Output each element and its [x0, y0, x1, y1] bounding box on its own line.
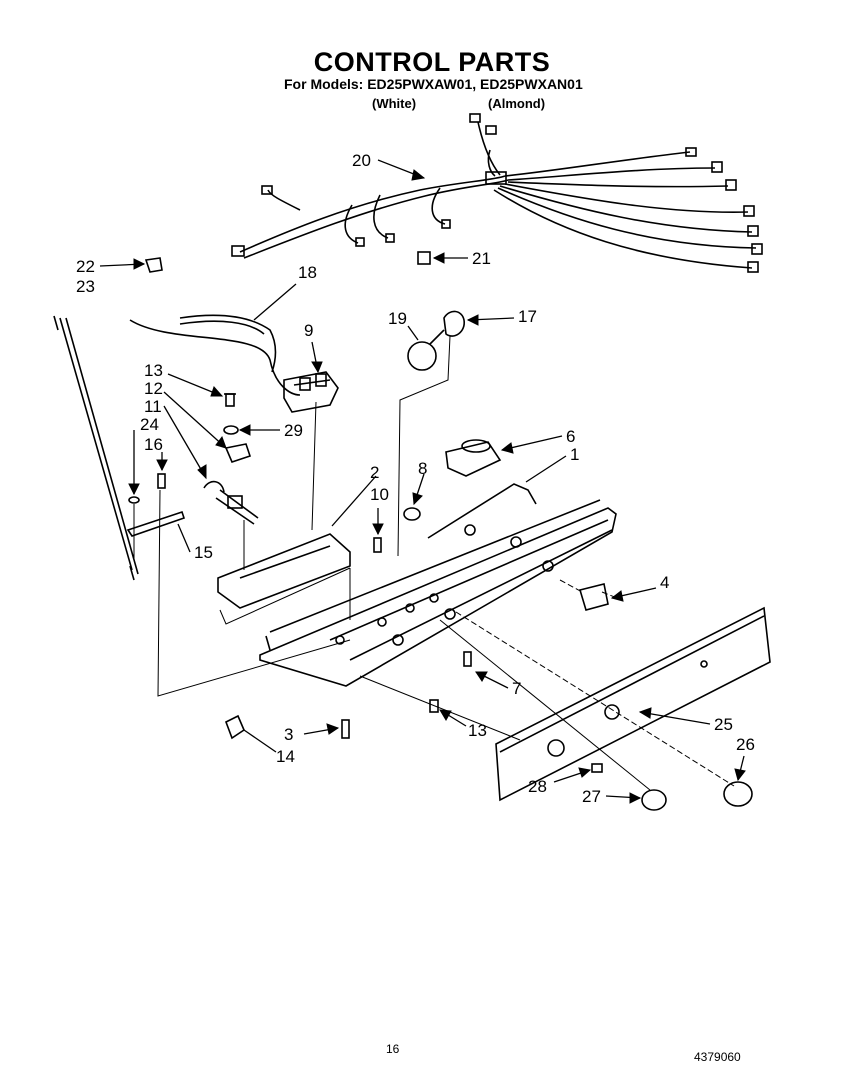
callout-14: 14	[276, 747, 295, 766]
alignment-lines	[133, 401, 735, 791]
callout-13-a: 13	[144, 361, 163, 380]
part-6-timer	[445, 439, 502, 477]
part-21-clip	[417, 251, 431, 265]
callout-21: 21	[472, 249, 491, 268]
part-29-washer	[223, 425, 239, 435]
callout-20: 20	[352, 151, 371, 170]
callout-2: 2	[370, 463, 379, 482]
models-line: For Models: ED25PWXAW01, ED25PWXAN01	[284, 76, 583, 92]
page-number: 16	[386, 1042, 400, 1056]
callout-17: 17	[518, 307, 537, 326]
callout-labels: 20 21 22 23 18 19 17 9 13 12 11 29 24 16…	[76, 151, 755, 806]
callout-25: 25	[714, 715, 733, 734]
callout-26: 26	[736, 735, 755, 754]
part-11-shaft	[203, 480, 259, 525]
document-number: 4379060	[694, 1050, 741, 1064]
part-19-bulb	[407, 329, 445, 371]
color-white-label: (White)	[372, 96, 417, 111]
callout-27: 27	[582, 787, 601, 806]
part-25-control-panel	[495, 606, 771, 802]
part-26-knob	[723, 781, 753, 807]
part-15-lever	[126, 510, 186, 537]
callout-1: 1	[570, 445, 579, 464]
part-17-socket	[443, 310, 465, 337]
callout-28: 28	[528, 777, 547, 796]
part-14-clip	[224, 714, 245, 740]
part-18-tube	[129, 314, 301, 396]
page-title: CONTROL PARTS	[313, 47, 551, 77]
part-24-washer	[128, 496, 140, 504]
callout-16: 16	[144, 435, 163, 454]
callout-22: 22	[76, 257, 95, 276]
part-16-screw	[157, 473, 166, 489]
callout-6: 6	[566, 427, 575, 446]
callout-15: 15	[194, 543, 213, 562]
part-28-spring	[591, 763, 603, 773]
callout-23: 23	[76, 277, 95, 296]
leader-lines	[99, 159, 746, 804]
callout-12: 12	[144, 379, 163, 398]
callout-7: 7	[512, 679, 521, 698]
part-22-clip	[144, 257, 163, 273]
callout-9: 9	[304, 321, 313, 340]
part-13-screw-b	[429, 699, 439, 713]
wire-17-to-housing	[397, 335, 451, 557]
part-12-bracket	[224, 443, 252, 463]
part-13-screw-a	[224, 393, 236, 407]
callout-11: 11	[144, 397, 162, 416]
callout-18: 18	[298, 263, 317, 282]
callout-13-b: 13	[468, 721, 487, 740]
part-23-rod	[53, 315, 139, 581]
part-4-switch	[578, 583, 609, 611]
callout-19: 19	[388, 309, 407, 328]
part-9-thermostat	[283, 371, 339, 413]
callout-3: 3	[284, 725, 293, 744]
callout-8: 8	[418, 459, 427, 478]
part-2-bracket	[217, 533, 351, 609]
part-1-control-housing	[259, 483, 617, 687]
callout-29: 29	[284, 421, 303, 440]
part-27-knob	[641, 789, 667, 811]
part-8-bushing	[403, 507, 421, 521]
part-3-screw	[341, 719, 350, 739]
callout-10: 10	[370, 485, 389, 504]
part-7-screw	[463, 651, 472, 667]
callout-24: 24	[140, 415, 159, 434]
callout-4: 4	[660, 573, 669, 592]
color-almond-label: (Almond)	[488, 96, 546, 111]
part-10-screw	[373, 537, 382, 553]
wiring-harness	[231, 113, 763, 273]
